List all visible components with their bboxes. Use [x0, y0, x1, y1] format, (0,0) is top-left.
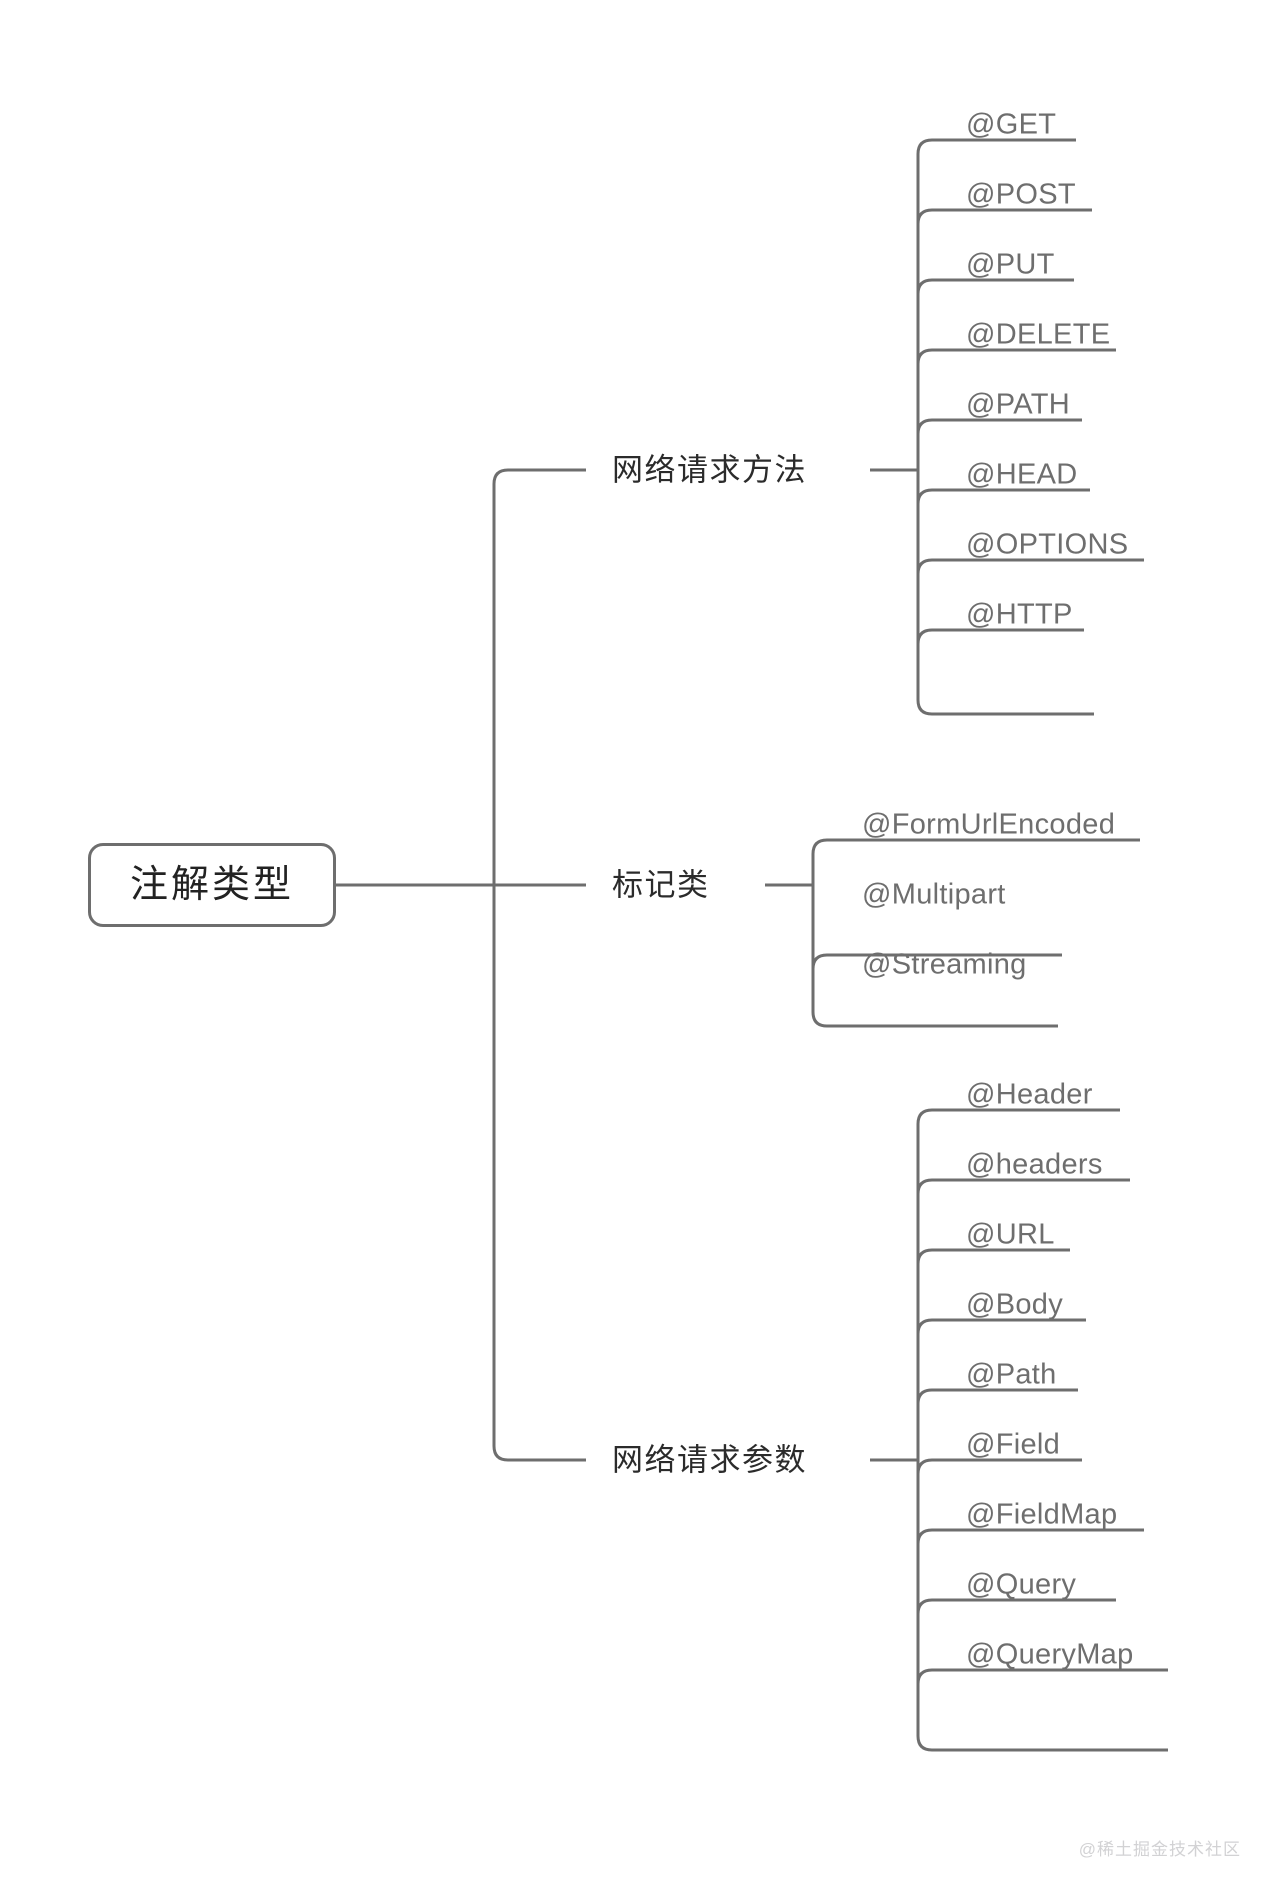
- leaf-node-get[interactable]: @GET: [966, 108, 1057, 141]
- group1-leaf-5-line: [916, 418, 1082, 435]
- leaf-node-delete[interactable]: @DELETE: [966, 318, 1111, 351]
- leaf-node-path[interactable]: @Path: [966, 1358, 1057, 1391]
- main-spine: [492, 468, 586, 1462]
- branch-label-marker-types[interactable]: 标记类: [612, 867, 710, 903]
- leaf-node-http[interactable]: @HTTP: [966, 598, 1073, 631]
- group3-leaf-6-line: [916, 1458, 1082, 1475]
- group1-leaf-3-line: [916, 278, 1074, 295]
- group3-leaf-5-line: [916, 1388, 1078, 1405]
- root-node[interactable]: 注解类型: [88, 843, 336, 927]
- leaf-node-head[interactable]: @HEAD: [966, 458, 1078, 491]
- group3-leaf-2-line: [916, 1178, 1130, 1195]
- watermark: @稀土掘金技术社区: [1078, 1840, 1241, 1859]
- leaf-node-url[interactable]: @URL: [966, 1218, 1055, 1251]
- leaf-node-streaming[interactable]: @Streaming: [862, 948, 1027, 981]
- group3-leaf-9-line: [916, 1668, 1168, 1685]
- leaf-node-header[interactable]: @Header: [966, 1078, 1093, 1111]
- leaf-node-options[interactable]: @OPTIONS: [966, 528, 1129, 561]
- leaf-node-post[interactable]: @POST: [966, 178, 1076, 211]
- group3-leaf-3-line: [916, 1248, 1070, 1265]
- leaf-node-formurlencoded[interactable]: @FormUrlEncoded: [862, 808, 1116, 841]
- group2-leaf-1-line: [811, 838, 1140, 1028]
- leaf-node-field[interactable]: @Field: [966, 1428, 1061, 1461]
- leaf-node-multipart[interactable]: @Multipart: [862, 878, 1006, 911]
- leaf-node-fieldmap[interactable]: @FieldMap: [966, 1498, 1118, 1531]
- group3-leaf-4-line: [916, 1318, 1086, 1335]
- group1-leaf-2-line: [916, 208, 1092, 225]
- group1-leaf-7-line: [916, 558, 1144, 575]
- branch-label-network-request-methods[interactable]: 网络请求方法: [612, 452, 807, 488]
- leaf-node-put[interactable]: @PUT: [966, 248, 1055, 281]
- leaf-node-path-upper[interactable]: @PATH: [966, 388, 1070, 421]
- group1-leaf-4-line: [916, 348, 1116, 365]
- group1-leaf-6-line: [916, 488, 1090, 505]
- group1-leaf-8-line: [916, 628, 1084, 645]
- leaf-node-query[interactable]: @Query: [966, 1568, 1077, 1601]
- leaf-node-querymap[interactable]: @QueryMap: [966, 1638, 1134, 1671]
- leaf-node-body[interactable]: @Body: [966, 1288, 1064, 1321]
- leaf-node-headers[interactable]: @headers: [966, 1148, 1103, 1181]
- group3-leaf-7-line: [916, 1528, 1144, 1545]
- root-node-label: 注解类型: [129, 864, 294, 906]
- branch-label-network-request-params[interactable]: 网络请求参数: [612, 1442, 807, 1478]
- group3-leaf-8-line: [916, 1598, 1116, 1615]
